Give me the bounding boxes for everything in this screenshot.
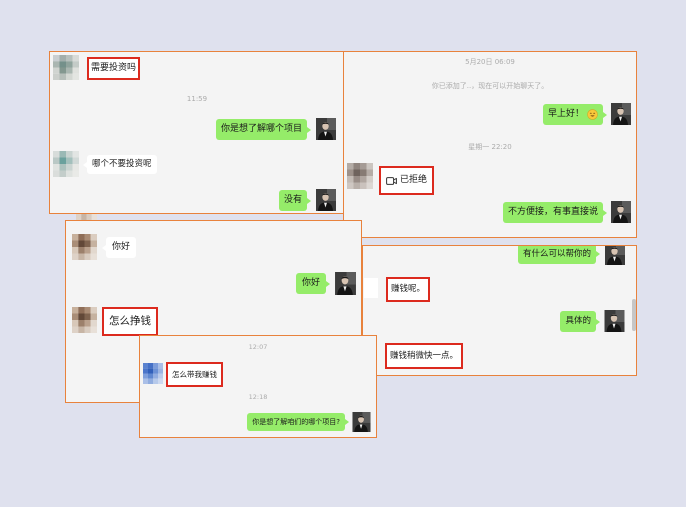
message-text: 怎么挣钱 <box>109 315 151 328</box>
avatar-image <box>605 245 625 265</box>
outgoing-message-bubble: 不方便接，有事直接说 <box>502 202 608 223</box>
smile-emoji-icon <box>587 109 598 120</box>
message-text: 赚钱稍微快一点。 <box>390 350 459 361</box>
avatar-image <box>611 103 631 125</box>
avatar-image <box>611 201 631 223</box>
avatar-image <box>143 363 163 384</box>
outgoing-message-bubble: 早上好！ <box>542 104 608 125</box>
chat-screenshot-top-right: 5月20日 06:09 你已添加了..，现在可以开始聊天了。 早上好！ 星期一 … <box>343 51 637 238</box>
highlighted-call-record[interactable]: 已拒绝 <box>379 166 435 195</box>
avatar-image <box>352 412 371 432</box>
message-text: 哪个不要投资呢 <box>92 159 152 170</box>
message-text: 怎么带我赚钱 <box>172 369 217 379</box>
own-avatar[interactable] <box>316 189 336 211</box>
timestamp: 12:07 <box>248 343 268 351</box>
avatar-image <box>316 189 336 211</box>
outgoing-message-bubble: 你好 <box>295 273 331 294</box>
outgoing-message-bubble: 具体的 <box>560 311 600 332</box>
timestamp: 5月20日 06:09 <box>465 58 515 66</box>
avatar-image <box>335 272 356 295</box>
message-text: 有什么可以帮你的 <box>522 248 591 259</box>
message-text: 你好 <box>112 242 131 252</box>
highlighted-incoming-message: 需要投资吗 <box>87 57 141 80</box>
message-text: 具体的 <box>565 316 591 327</box>
message-text: 赚钱呢。 <box>391 284 426 295</box>
message-text: 你是想了解哪个项目 <box>220 124 302 134</box>
own-avatar[interactable] <box>611 201 631 223</box>
avatar-image <box>53 151 79 177</box>
outgoing-message-bubble: 你是想了解咱们的哪个项目? <box>247 413 349 431</box>
avatar-image <box>604 310 625 332</box>
message-text: 没有 <box>283 195 302 205</box>
chat-scrollbar[interactable] <box>632 299 636 331</box>
own-avatar[interactable] <box>352 412 371 432</box>
message-text: 早上好！ <box>547 109 584 119</box>
own-avatar[interactable] <box>605 245 625 265</box>
contact-avatar[interactable] <box>72 307 97 333</box>
avatar-image <box>72 234 97 260</box>
highlighted-incoming-message: 怎么带我赚钱 <box>166 362 223 387</box>
contact-avatar[interactable] <box>347 163 373 189</box>
highlighted-incoming-message: 怎么挣钱 <box>102 307 158 336</box>
hidden-contact-avatar <box>364 278 378 298</box>
system-notice: 你已添加了..，现在可以开始聊天了。 <box>431 82 549 90</box>
highlighted-incoming-message: 赚钱稍微快一点。 <box>385 343 464 369</box>
own-avatar[interactable] <box>316 118 336 140</box>
incoming-message-bubble: 你好 <box>101 237 137 258</box>
own-avatar[interactable] <box>604 310 625 332</box>
timestamp: 11:59 <box>186 95 208 103</box>
avatar-image <box>347 163 373 189</box>
own-avatar[interactable] <box>335 272 356 295</box>
avatar-image <box>316 118 336 140</box>
avatar-image <box>53 55 79 80</box>
message-text: 你是想了解咱们的哪个项目? <box>252 417 340 426</box>
message-text: 不方便接，有事直接说 <box>507 207 598 217</box>
contact-avatar[interactable] <box>72 234 97 260</box>
contact-avatar[interactable] <box>53 151 79 177</box>
own-avatar[interactable] <box>611 103 631 125</box>
message-text: 你好 <box>301 278 320 288</box>
timestamp: 12:18 <box>248 393 268 401</box>
chat-screenshot-bottom: 12:07 怎么带我赚钱 12:18 你是想了解咱们的哪个项目? <box>139 335 377 438</box>
outgoing-message-bubble: 没有 <box>278 190 312 211</box>
chat-screenshot-top-left: 需要投资吗 11:59 你是想了解哪个项目 哪个不要投资呢 没有 <box>49 51 345 214</box>
highlighted-incoming-message: 赚钱呢。 <box>386 277 431 302</box>
avatar-image <box>72 307 97 333</box>
chat-screenshot-middle-right: 有什么可以帮你的 赚钱呢。 具体的 赚钱稍微快一点。 <box>362 245 637 376</box>
contact-avatar[interactable] <box>53 55 79 80</box>
video-camera-icon <box>386 176 397 185</box>
outgoing-message-bubble: 有什么可以帮你的 <box>517 246 601 264</box>
call-status-text: 已拒绝 <box>400 175 428 185</box>
message-text: 需要投资吗 <box>91 63 137 73</box>
incoming-message-bubble: 哪个不要投资呢 <box>83 155 157 174</box>
contact-avatar[interactable] <box>143 363 163 384</box>
outgoing-message-bubble: 你是想了解哪个项目 <box>215 119 312 140</box>
timestamp: 星期一 22:20 <box>468 143 512 151</box>
